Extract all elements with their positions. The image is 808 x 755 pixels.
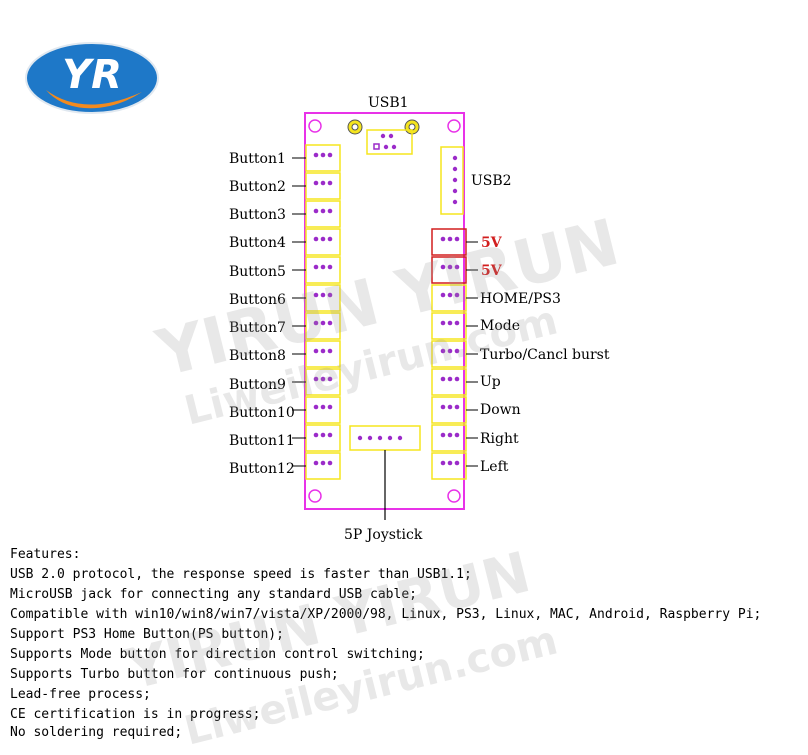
right-connector <box>431 284 478 312</box>
button-connector <box>292 200 341 228</box>
button11-label: Button11 <box>229 433 295 449</box>
feature-item: Lead-free process; <box>10 687 151 702</box>
up-label: Up <box>480 374 501 390</box>
board-details <box>292 119 478 520</box>
button8-label: Button8 <box>229 348 286 364</box>
feature-item: Compatible with win10/win8/win7/vista/XP… <box>10 607 762 622</box>
button-connector <box>292 396 341 424</box>
home-ps3-label: HOME/PS3 <box>480 291 561 307</box>
button-connector <box>292 452 341 480</box>
button7-label: Button7 <box>229 320 286 336</box>
button3-label: Button3 <box>229 207 286 223</box>
turbo-label: Turbo/Cancl burst <box>480 347 610 363</box>
feature-item: USB 2.0 protocol, the response speed is … <box>10 567 472 582</box>
right-connector <box>431 452 478 480</box>
button-connector <box>292 312 341 340</box>
feature-item: Supports Turbo button for continuous pus… <box>10 667 339 682</box>
button-connector <box>292 256 341 284</box>
button-connector <box>292 340 341 368</box>
right-connector <box>431 368 478 396</box>
button4-label: Button4 <box>229 235 286 251</box>
feature-item: MicroUSB jack for connecting any standar… <box>10 587 417 602</box>
button9-label: Button9 <box>229 377 286 393</box>
button-connector <box>292 172 341 200</box>
button2-label: Button2 <box>229 179 286 195</box>
right-connector <box>431 424 478 452</box>
right-label: Right <box>480 431 519 447</box>
down-label: Down <box>480 402 521 418</box>
brand-logo: YR <box>24 40 160 116</box>
feature-item: Support PS3 Home Button(PS button); <box>10 627 284 642</box>
feature-item: No soldering required; <box>10 725 183 740</box>
right-connector <box>431 340 478 368</box>
button-connector <box>292 368 341 396</box>
button-connector <box>292 424 341 452</box>
button1-label: Button1 <box>229 151 286 167</box>
mode-label: Mode <box>480 318 521 334</box>
button-connector <box>292 284 341 312</box>
feature-item: CE certification is in progress; <box>10 707 261 722</box>
usb1-label: USB1 <box>368 95 409 111</box>
power-5v-label-1: 5V <box>481 235 502 251</box>
right-connector <box>431 256 478 284</box>
joystick-label: 5P Joystick <box>344 527 423 543</box>
right-connector <box>431 312 478 340</box>
right-connector <box>431 228 478 256</box>
button10-label: Button10 <box>229 405 295 421</box>
power-5v-label-2: 5V <box>481 263 502 279</box>
svg-text:YR: YR <box>62 52 122 98</box>
button5-label: Button5 <box>229 264 286 280</box>
button-connector <box>292 228 341 256</box>
button6-label: Button6 <box>229 292 286 308</box>
right-connector <box>431 396 478 424</box>
feature-item: Supports Mode button for direction contr… <box>10 647 425 662</box>
usb2-label: USB2 <box>471 173 512 189</box>
left-label: Left <box>480 459 509 475</box>
button-connector <box>292 144 341 172</box>
button12-label: Button12 <box>229 461 295 477</box>
features-heading: Features: <box>10 547 81 562</box>
